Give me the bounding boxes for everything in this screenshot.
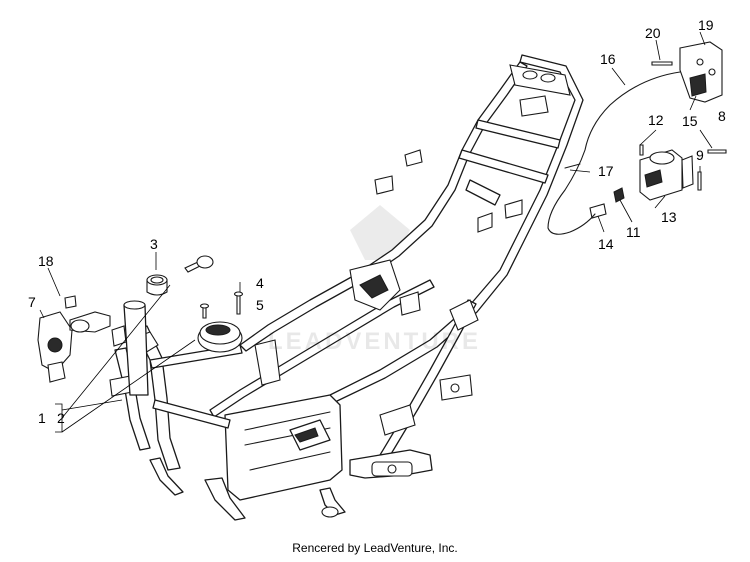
part-cable — [547, 71, 681, 235]
callout-19: 19 — [698, 17, 714, 33]
callout-20: 20 — [645, 25, 661, 41]
callout-3: 3 — [150, 236, 158, 252]
callout-8: 8 — [718, 108, 726, 124]
watermark-logo — [350, 205, 410, 260]
callout-13: 13 — [661, 209, 677, 225]
callout-11: 11 — [626, 224, 641, 240]
leader-lines — [39, 31, 713, 433]
callout-5: 5 — [256, 297, 264, 313]
part-bushing — [146, 274, 168, 296]
footer-credit: Rencered by LeadVenture, Inc. — [292, 541, 458, 555]
callout-17: 17 — [598, 163, 614, 179]
part-actuator — [639, 149, 694, 201]
part-ignition-lock — [37, 295, 111, 383]
callout-9: 9 — [696, 147, 704, 163]
callout-7: 7 — [28, 294, 36, 310]
part-headstock — [111, 300, 149, 396]
part-small-bolts — [639, 61, 727, 191]
watermark-text: LEADVENTURE — [268, 328, 482, 355]
callout-18: 18 — [38, 253, 54, 269]
scooter-frame — [109, 54, 584, 521]
callout-4: 4 — [256, 275, 264, 291]
callout-15: 15 — [682, 113, 698, 129]
callout-12: 12 — [648, 112, 664, 128]
callout-16: 16 — [600, 51, 616, 67]
part-key — [184, 255, 214, 273]
part-bolts-fuel-cap — [197, 291, 244, 353]
part-bracket — [679, 41, 723, 103]
callout-labels: 3 4 5 18 7 1 2 20 19 16 15 8 12 9 17 13 … — [28, 17, 726, 426]
callout-14: 14 — [598, 236, 614, 252]
callout-2: 2 — [57, 410, 65, 426]
callout-1: 1 — [38, 410, 46, 426]
